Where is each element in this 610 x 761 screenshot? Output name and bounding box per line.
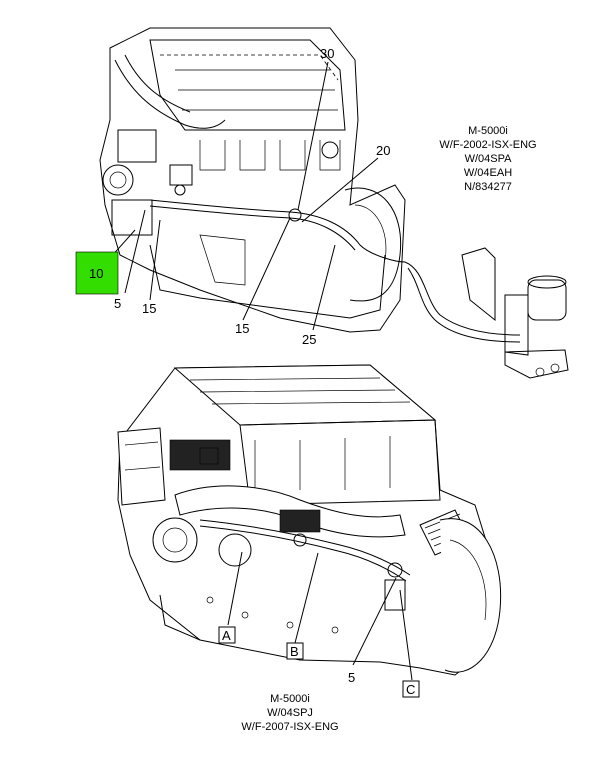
bottom-model-note-line-2: W/04SPJ	[267, 707, 313, 719]
top-engine-illustration	[99, 27, 569, 379]
callout-a[interactable]: A	[222, 628, 231, 643]
callout-a-box[interactable]	[218, 626, 236, 644]
callout-15-left[interactable]: 15	[142, 301, 156, 316]
top-model-note-line-5: N/834277	[464, 181, 512, 193]
callout-5-top[interactable]: 5	[114, 296, 121, 311]
callout-20[interactable]: 20	[376, 143, 390, 158]
callout-c[interactable]: C	[406, 682, 415, 697]
top-model-note-line-2: W/F-2002-ISX-ENG	[439, 139, 536, 151]
callout-b[interactable]: B	[290, 644, 299, 659]
callout-15-center[interactable]: 15	[235, 321, 249, 336]
callout-10-highlight[interactable]	[75, 251, 119, 295]
callout-b-box[interactable]	[286, 642, 304, 660]
bottom-model-note-line-1: M-5000i	[270, 693, 310, 705]
bottom-leader-lines	[227, 551, 413, 681]
top-leader-lines	[109, 61, 379, 331]
top-model-note-line-4: W/04EAH	[464, 167, 512, 179]
bottom-model-note-line-3: W/F-2007-ISX-ENG	[241, 721, 338, 733]
callout-10[interactable]: 10	[89, 266, 103, 281]
top-model-note-line-3: W/04SPA	[465, 153, 513, 165]
callout-30[interactable]: 30	[320, 46, 334, 61]
callout-c-box[interactable]	[402, 680, 420, 698]
callout-5-bottom[interactable]: 5	[348, 670, 355, 685]
bottom-engine-illustration	[117, 364, 502, 676]
top-model-note-line-1: M-5000i	[468, 125, 508, 137]
callout-25[interactable]: 25	[302, 332, 316, 347]
